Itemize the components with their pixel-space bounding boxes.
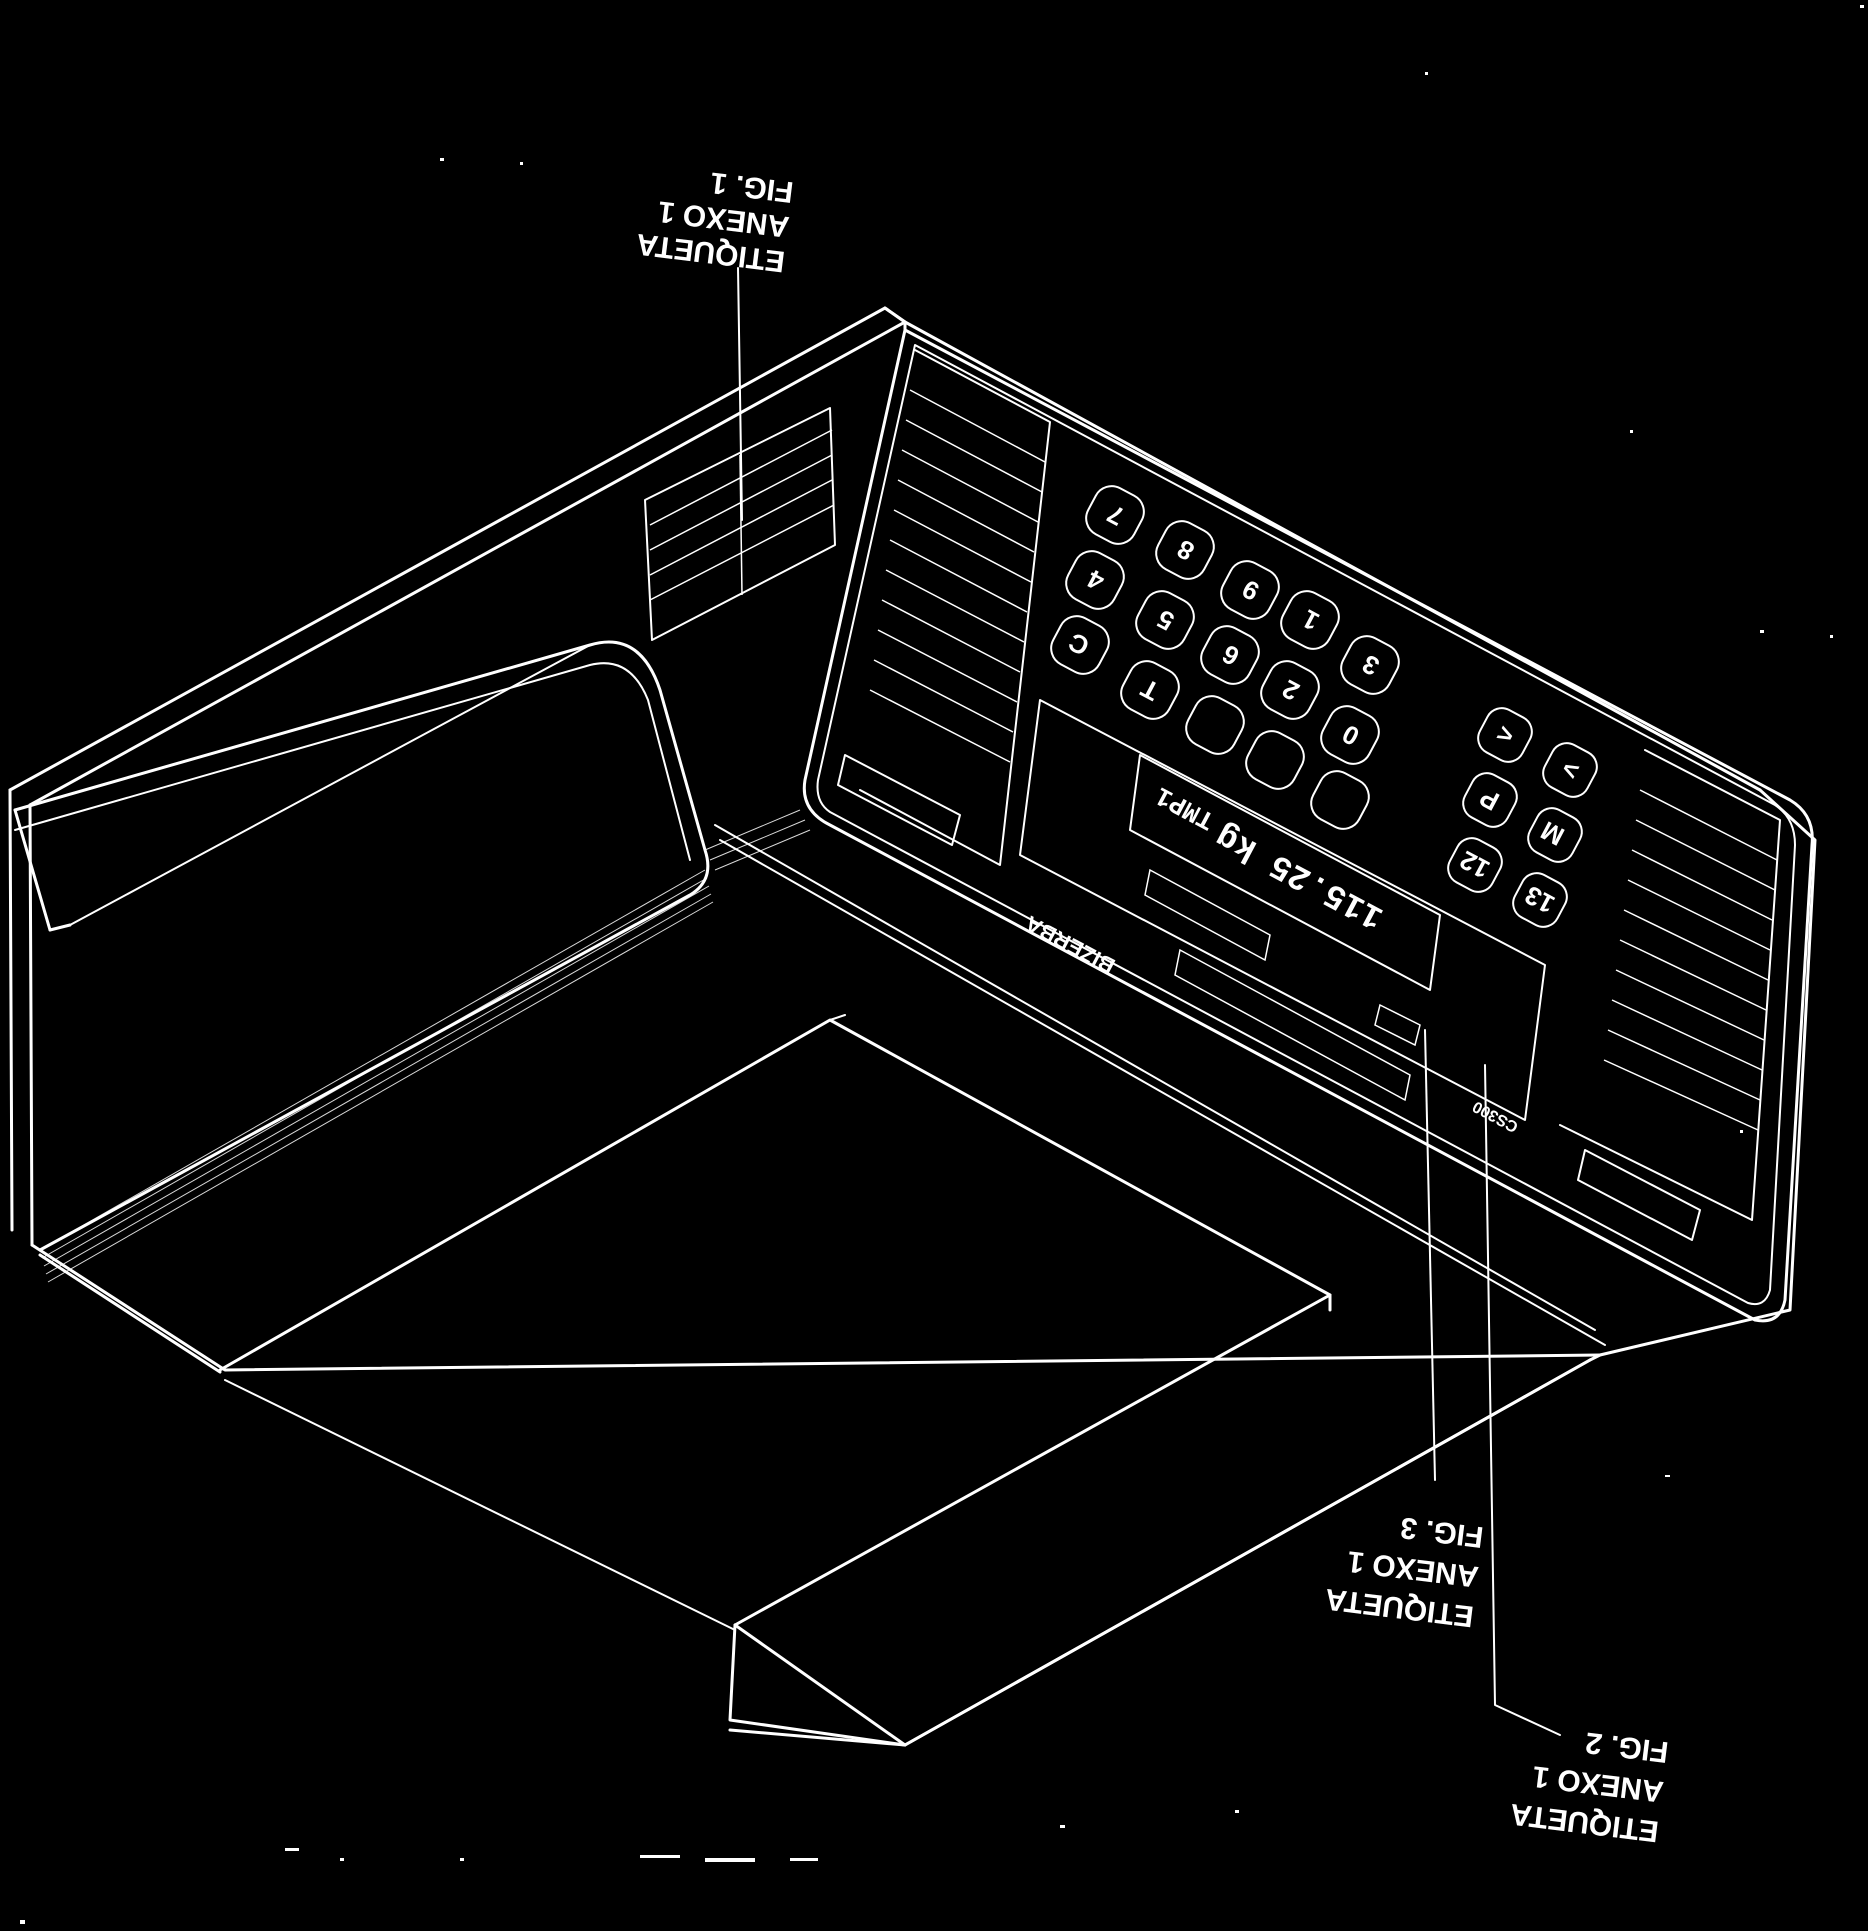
control-panel: 115.25 kg TMP1 BIZERBA CS300 7 8 xyxy=(802,328,1814,1323)
key-3: 3 xyxy=(1340,635,1400,695)
key-6: 6 xyxy=(1200,625,1260,685)
key-tare: T xyxy=(1120,660,1180,720)
key-2: 2 xyxy=(1260,660,1320,720)
callout-fig2: ETIQUETA ANEXO 1 FIG. 2 xyxy=(1508,1726,1671,1848)
scan-speckles xyxy=(20,5,1864,1924)
key-9: 9 xyxy=(1220,560,1280,620)
svg-text:<: < xyxy=(1492,718,1519,752)
svg-text:0: 0 xyxy=(1337,719,1364,752)
svg-text:M: M xyxy=(1536,815,1569,852)
key-4: 4 xyxy=(1065,550,1125,610)
side-key-left: < xyxy=(1477,707,1533,763)
svg-text:8: 8 xyxy=(1172,534,1199,567)
svg-text:12: 12 xyxy=(1455,845,1495,885)
shadow-band xyxy=(39,809,811,1283)
key-extra-c xyxy=(1310,770,1370,830)
svg-text:C: C xyxy=(1063,627,1094,662)
svg-text:1: 1 xyxy=(1297,604,1324,637)
side-key-m: M xyxy=(1527,807,1583,863)
main-keypad: 7 8 9 4 5 6 1 xyxy=(1050,485,1400,830)
callout-fig2-line3: FIG. 2 xyxy=(1584,1726,1671,1769)
key-extra-a xyxy=(1185,695,1245,755)
key-clear: C xyxy=(1050,615,1110,675)
callout-leader-fig1 xyxy=(737,267,743,521)
svg-text:7: 7 xyxy=(1102,499,1129,532)
callout-leader-fig3 xyxy=(1424,1029,1436,1481)
svg-text:2: 2 xyxy=(1277,674,1304,707)
svg-text:T: T xyxy=(1136,673,1164,707)
svg-text:>: > xyxy=(1557,753,1584,787)
svg-text:3: 3 xyxy=(1357,649,1384,682)
svg-text:6: 6 xyxy=(1217,639,1244,672)
key-1: 1 xyxy=(1280,590,1340,650)
side-key-12: 12 xyxy=(1447,837,1503,893)
rating-label-plate xyxy=(644,407,836,641)
key-8: 8 xyxy=(1155,520,1215,580)
key-extra-b xyxy=(1245,730,1305,790)
weighing-platform xyxy=(218,1014,1592,1747)
key-5: 5 xyxy=(1135,590,1195,650)
key-7: 7 xyxy=(1085,485,1145,545)
side-key-p: P xyxy=(1462,772,1518,828)
left-grille xyxy=(837,349,1051,866)
right-grille xyxy=(1559,749,1781,1241)
brand-label: BIZERBA xyxy=(1021,911,1119,979)
callout-fig3-line3: FIG. 3 xyxy=(1399,1511,1486,1554)
callout-leader-fig2 xyxy=(1484,1064,1561,1736)
callout-fig3: ETIQUETA ANEXO 1 FIG. 3 xyxy=(1323,1511,1486,1633)
callout-fig1: ETIQUETA ANEXO 1 FIG. 1 xyxy=(634,166,795,278)
svg-text:9: 9 xyxy=(1237,574,1264,607)
key-0: 0 xyxy=(1320,705,1380,765)
pan-lip xyxy=(13,640,710,1252)
side-key-13: 13 xyxy=(1512,872,1568,928)
svg-text:4: 4 xyxy=(1082,563,1109,597)
svg-text:P: P xyxy=(1475,782,1504,817)
side-key-right: > xyxy=(1542,742,1598,798)
side-keypad: < > P M 12 13 xyxy=(1447,707,1598,928)
scale-housing xyxy=(8,306,1817,1747)
model-label: CS300 xyxy=(1470,1097,1521,1135)
svg-text:13: 13 xyxy=(1520,880,1560,920)
svg-text:5: 5 xyxy=(1152,604,1179,637)
